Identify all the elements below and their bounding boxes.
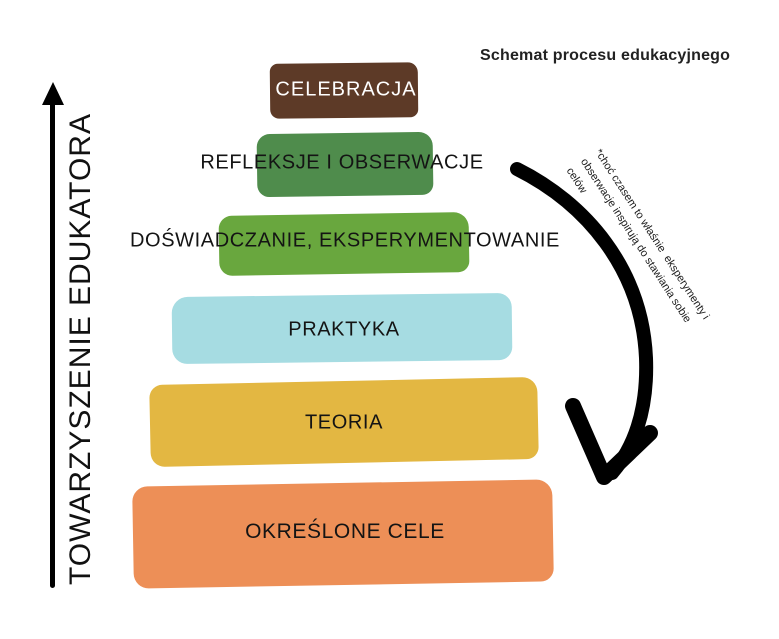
side-annotation: *choć czasem to właśnie eksperymenty i o… [561,146,713,342]
up-arrow-icon [42,82,64,105]
annotation-line: obserwacje inspirują do stawiania sobie [577,156,694,325]
axis-label: TOWARZYSZENIE EDUKATORA [64,113,97,585]
up-arrow-line [50,102,55,588]
page-title: Schemat procesu edukacyjnego [480,47,731,64]
level-label-teoria: TEORIA [304,411,384,434]
curved-arrow-head [565,398,658,485]
level-label-praktyka: PRAKTYKA [288,318,400,341]
level-label-celebracja: CELEBRACJA [275,78,417,101]
level-label-refleksje: REFLEKSJE I OBSERWACJE [200,151,484,174]
level-label-okreslone-cele: OKREŚLONE CELE [245,520,445,543]
level-label-doswiadczanie: DOŚWIADCZANIE, EKSPERYMENTOWANIE [129,229,561,252]
